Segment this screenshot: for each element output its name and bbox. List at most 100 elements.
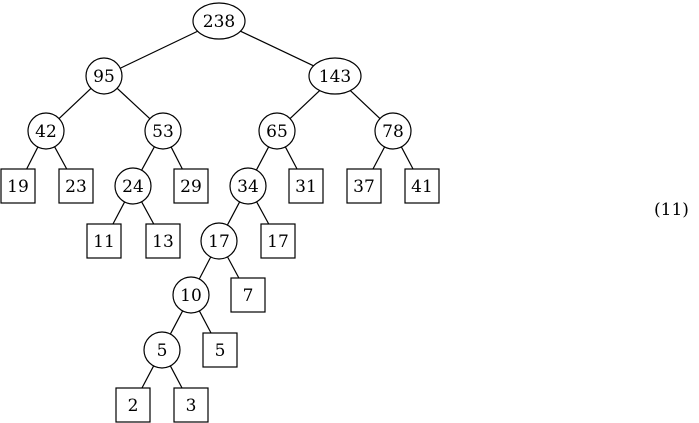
leaf-node-l31: 31: [288, 168, 324, 204]
node-shape: [58, 168, 94, 204]
node-shape: [143, 331, 181, 369]
edge-n238-n95: [119, 30, 198, 69]
node-shape: [86, 223, 122, 259]
leaf-node-l3: 3: [173, 387, 209, 423]
leaf-node-l41: 41: [404, 168, 440, 204]
node-label: 37: [353, 177, 375, 197]
node-label: 143: [319, 67, 351, 87]
node-shape: [346, 168, 382, 204]
node-label: 10: [180, 286, 202, 306]
edge-n95-n42: [58, 87, 92, 120]
edge-n143-n65: [289, 90, 321, 120]
node-shape: [200, 222, 238, 260]
leaf-node-l23: 23: [58, 168, 94, 204]
node-label: 78: [382, 122, 404, 142]
node-shape: [172, 276, 210, 314]
node-label: 11: [93, 232, 115, 252]
internal-node-n24: 24: [114, 167, 152, 205]
node-label: 42: [35, 122, 57, 142]
internal-node-n5: 5: [143, 331, 181, 369]
edge-n238-n143: [240, 30, 314, 67]
node-label: 17: [208, 232, 230, 252]
edge-n17-n10: [198, 256, 212, 280]
node-label: 2: [128, 396, 139, 416]
node-shape: [258, 112, 296, 150]
edge-n53-n24: [141, 146, 155, 171]
leaf-node-l2: 2: [115, 387, 151, 423]
node-label: 7: [243, 286, 254, 306]
internal-node-n143: 143: [308, 57, 362, 95]
internal-node-n238: 238: [192, 2, 246, 40]
edge-n65-n34: [255, 146, 270, 171]
internal-node-n10: 10: [172, 276, 210, 314]
node-label: 17: [267, 232, 289, 252]
node-shape: [192, 2, 246, 40]
edge-n17-l7: [226, 256, 240, 279]
node-shape: [114, 167, 152, 205]
node-shape: [230, 277, 266, 313]
internal-node-n78: 78: [374, 112, 412, 150]
equation-number: (11): [654, 200, 689, 220]
internal-node-n42: 42: [27, 112, 65, 150]
node-shape: [145, 223, 181, 259]
node-shape: [144, 112, 182, 150]
node-shape: [0, 168, 36, 204]
leaf-node-l11: 11: [86, 223, 122, 259]
edge-n5-l3: [169, 365, 183, 389]
node-label: 34: [237, 177, 259, 197]
node-label: 31: [295, 177, 317, 197]
node-shape: [27, 112, 65, 150]
node-label: 65: [266, 122, 288, 142]
node-label: 19: [7, 177, 29, 197]
node-shape: [229, 167, 267, 205]
leaf-node-l7: 7: [230, 277, 266, 313]
internal-node-n34: 34: [229, 167, 267, 205]
edge-n34-n17: [226, 201, 241, 226]
leaf-node-l5: 5: [202, 332, 238, 368]
leaf-node-l13: 13: [145, 223, 181, 259]
node-label: 95: [93, 67, 115, 87]
node-label: 5: [157, 341, 168, 361]
node-label: 53: [152, 122, 174, 142]
node-shape: [260, 223, 296, 259]
internal-node-n95: 95: [85, 57, 123, 95]
edge-n42-l23: [54, 146, 68, 170]
internal-node-n53: 53: [144, 112, 182, 150]
edge-n65-l31: [284, 146, 298, 170]
node-shape: [202, 332, 238, 368]
leaf-node-l29: 29: [173, 168, 209, 204]
internal-node-n65: 65: [258, 112, 296, 150]
node-shape: [173, 387, 209, 423]
edge-n42-l19: [26, 146, 39, 170]
node-shape: [173, 168, 209, 204]
tree-edges: [26, 30, 414, 389]
edge-n10-l5: [198, 310, 212, 334]
edge-n53-l29: [170, 146, 183, 170]
leaf-node-l37: 37: [346, 168, 382, 204]
node-shape: [288, 168, 324, 204]
edge-n24-l13: [141, 201, 155, 225]
edge-n34-l17: [256, 201, 270, 225]
node-label: 3: [186, 396, 197, 416]
node-label: 238: [203, 12, 235, 32]
edge-n78-l37: [372, 146, 386, 170]
edge-n24-l11: [112, 201, 126, 225]
node-shape: [374, 112, 412, 150]
node-label: 41: [411, 177, 433, 197]
edge-n143-n78: [349, 90, 381, 120]
edge-n10-n5: [169, 310, 184, 335]
node-shape: [308, 57, 362, 95]
node-shape: [85, 57, 123, 95]
leaf-node-l17: 17: [260, 223, 296, 259]
edge-n78-l41: [400, 146, 414, 170]
node-label: 23: [65, 177, 87, 197]
edge-n5-l2: [141, 365, 155, 389]
node-label: 5: [215, 341, 226, 361]
node-label: 13: [152, 232, 174, 252]
node-label: 24: [122, 177, 144, 197]
node-shape: [404, 168, 440, 204]
node-shape: [115, 387, 151, 423]
internal-node-n17: 17: [200, 222, 238, 260]
